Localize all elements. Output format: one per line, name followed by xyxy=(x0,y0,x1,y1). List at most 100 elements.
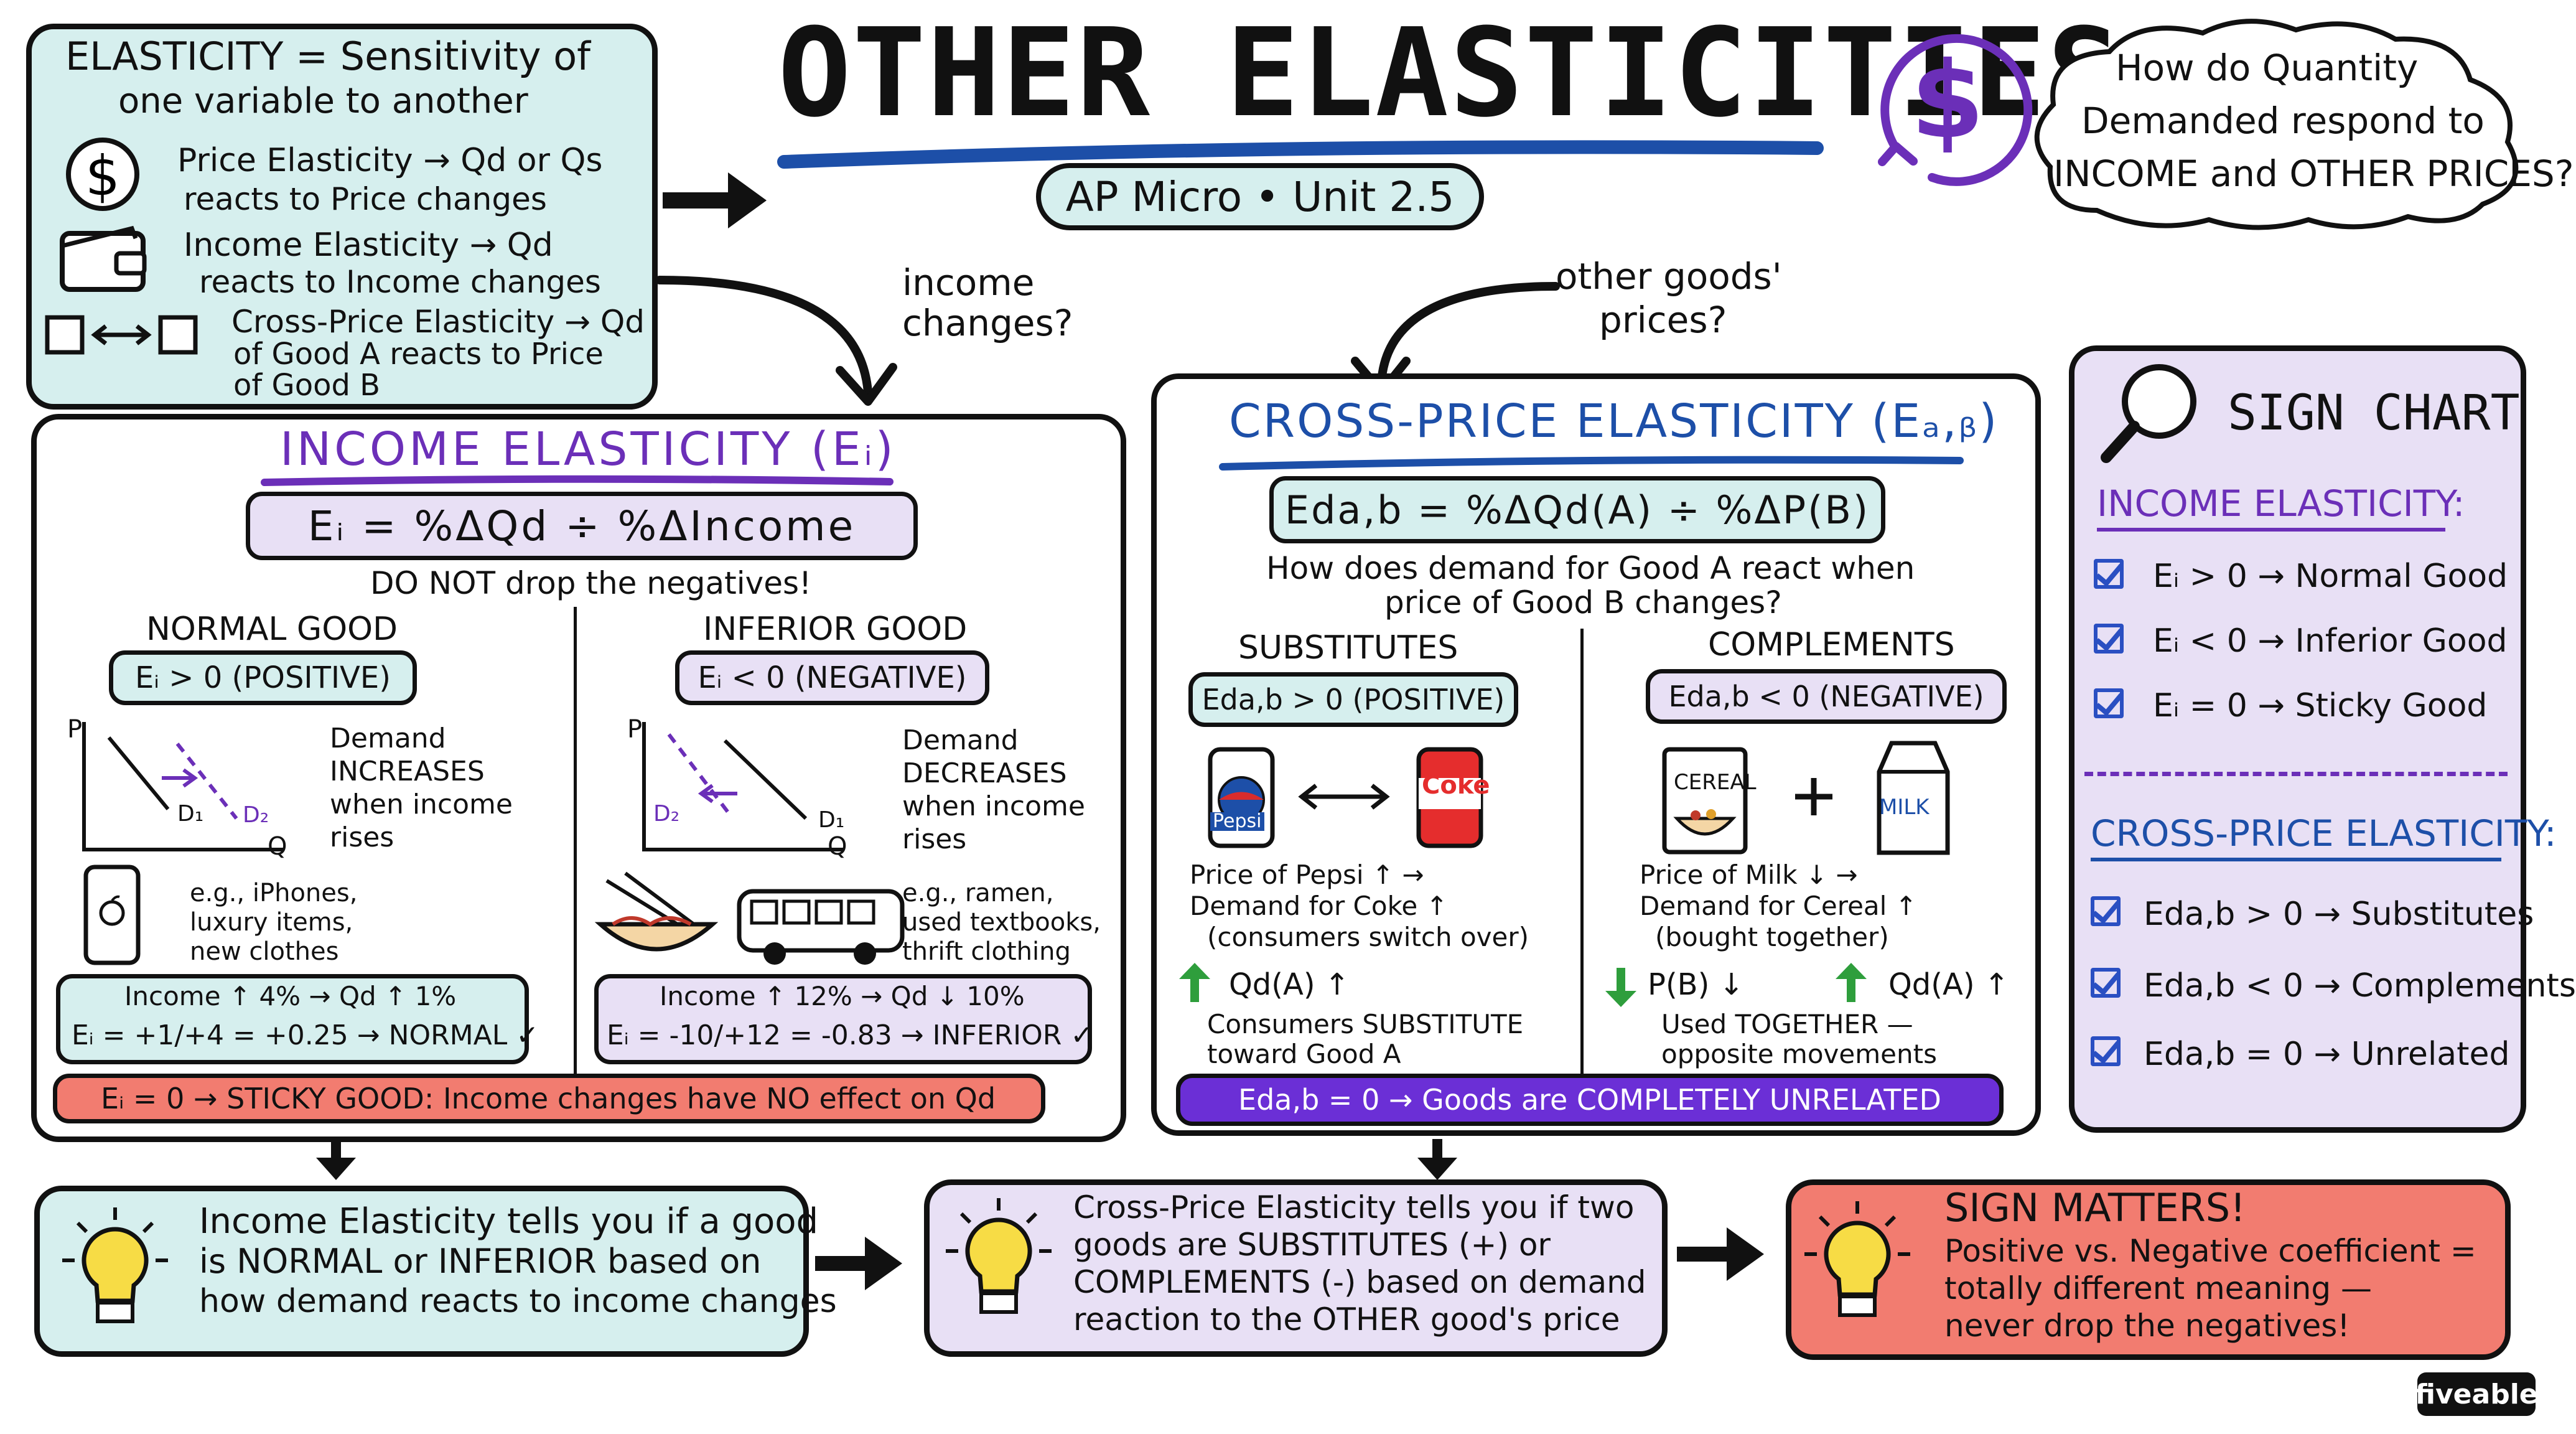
substitutes-line-2: Demand for Coke ↑ xyxy=(1190,891,1448,921)
definitions-box xyxy=(26,24,658,410)
question-line-2: Demanded respond to xyxy=(2081,100,2485,142)
green-down-arrow-icon xyxy=(1605,968,1636,1007)
brand-logo: fiveable xyxy=(2415,1372,2538,1416)
wallet-icon xyxy=(60,225,147,292)
smartphone-icon xyxy=(83,865,141,965)
takeaway-two-1: Cross-Price Elasticity tells you if two xyxy=(1073,1189,1635,1225)
other-question-2: prices? xyxy=(1599,299,1727,341)
check-icon xyxy=(2091,896,2121,926)
substitutes-line-1: Price of Pepsi ↑ → xyxy=(1190,860,1424,890)
down-arrow-icon xyxy=(1417,1139,1457,1180)
check-icon xyxy=(2091,968,2121,998)
complements-sign-text: Eda,b < 0 (NEGATIVE) xyxy=(1668,680,1984,713)
income-divider xyxy=(574,607,577,1074)
green-up-arrow-icon-2 xyxy=(1836,963,1867,1002)
normal-desc-1: Demand xyxy=(330,723,446,754)
normal-calc-1: Income ↑ 4% → Qd ↑ 1% xyxy=(124,981,457,1011)
sign-income-item-1: Eᵢ > 0 → Normal Good xyxy=(2153,558,2508,595)
magnifier-icon xyxy=(2101,364,2196,463)
normal-desc-4: rises xyxy=(330,822,394,853)
normal-desc-2: INCREASES xyxy=(330,756,485,787)
cross-formula-text: Eda,b = %ΔQd(A) ÷ %ΔP(B) xyxy=(1284,487,1870,533)
takeaway-two-2: goods are SUBSTITUTES (+) or xyxy=(1073,1227,1551,1263)
income-formula-text: Eᵢ = %ΔQd ÷ %ΔIncome xyxy=(307,502,856,550)
takeaway-three-1: Positive vs. Negative coefficient = xyxy=(1944,1233,2476,1269)
definition-title-1: ELASTICITY = Sensitivity of xyxy=(65,34,590,79)
cross-question-1: How does demand for Good A react when xyxy=(1266,550,1915,586)
substitutes-note-2: toward Good A xyxy=(1207,1039,1401,1069)
sign-chart-title: SIGN CHART xyxy=(2228,385,2520,441)
inferior-good-sign-text: Eᵢ < 0 (NEGATIVE) xyxy=(698,660,967,695)
normal-examples-3: new clothes xyxy=(190,937,339,966)
takeaway-one-2: is NORMAL or INFERIOR based on xyxy=(199,1242,762,1281)
inferior-demand-graph xyxy=(642,722,843,851)
inferior-examples-1: e.g., ramen, xyxy=(902,879,1054,907)
lightbulb-icon xyxy=(62,1207,168,1323)
sign-chart-panel xyxy=(2069,345,2526,1133)
inferior-d1-label: D₁ xyxy=(818,807,845,833)
inferior-desc-1: Demand xyxy=(902,724,1019,756)
takeaway-three-2: totally different meaning — xyxy=(1944,1270,2372,1306)
bus-icon xyxy=(737,889,905,965)
substitutes-qd: Qd(A) ↑ xyxy=(1229,967,1350,1002)
income-title-underline xyxy=(261,475,894,486)
milk-label: MILK xyxy=(1879,795,1930,820)
inferior-examples-3: thrift clothing xyxy=(902,937,1071,966)
substitutes-heading: SUBSTITUTES xyxy=(1238,629,1458,667)
income-panel-title: INCOME ELASTICITY (Eᵢ) xyxy=(280,423,897,476)
normal-good-heading: NORMAL GOOD xyxy=(146,611,398,648)
sticky-good-text: Eᵢ = 0 → STICKY GOOD: Income changes hav… xyxy=(101,1082,996,1115)
milk-carton-icon xyxy=(1877,741,1950,855)
unit-badge-label: AP Micro • Unit 2.5 xyxy=(1065,172,1455,221)
substitutes-sign-text: Eda,b > 0 (POSITIVE) xyxy=(1202,683,1505,716)
coke-can-icon xyxy=(1416,747,1483,848)
substitutes-sign: Eda,b > 0 (POSITIVE) xyxy=(1188,672,1518,727)
normal-good-sign-text: Eᵢ > 0 (POSITIVE) xyxy=(135,660,391,695)
cross-head-underline xyxy=(2091,858,2501,861)
normal-good-sign: Eᵢ > 0 (POSITIVE) xyxy=(109,650,417,705)
inferior-calc-box xyxy=(594,974,1092,1064)
income-note: DO NOT drop the negatives! xyxy=(370,565,812,601)
normal-examples-1: e.g., iPhones, xyxy=(190,879,358,907)
normal-d2-label: D₂ xyxy=(243,802,269,828)
income-question-1: income xyxy=(902,261,1035,304)
lightbulb-icon xyxy=(1804,1201,1910,1317)
green-up-arrow-icon xyxy=(1179,963,1210,1002)
complements-line-3: (bought together) xyxy=(1655,922,1889,952)
sign-income-item-2: Eᵢ < 0 → Inferior Good xyxy=(2153,622,2508,660)
unit-badge: AP Micro • Unit 2.5 xyxy=(1036,163,1484,230)
cross-def-1: Cross-Price Elasticity → Qd xyxy=(231,304,645,340)
svg-text:$: $ xyxy=(85,144,120,208)
right-arrow-icon xyxy=(663,172,767,228)
normal-axis-q: Q xyxy=(268,832,287,861)
lightbulb-icon xyxy=(946,1198,1052,1314)
pepsi-can-icon xyxy=(1208,747,1275,848)
takeaway-one-3: how demand reacts to income changes xyxy=(199,1283,837,1320)
title-underline xyxy=(777,140,1824,169)
double-arrow-icon xyxy=(1298,784,1390,810)
cross-def-2: of Good A reacts to Price xyxy=(233,337,604,372)
income-formula: Eᵢ = %ΔQd ÷ %ΔIncome xyxy=(246,492,918,560)
substitutes-note-1: Consumers SUBSTITUTE xyxy=(1207,1009,1524,1039)
takeaway-sign-box xyxy=(1786,1179,2511,1360)
normal-calc-box xyxy=(56,974,529,1064)
inferior-axis-p: P xyxy=(627,715,643,744)
cross-question-2: price of Good B changes? xyxy=(1384,584,1782,621)
takeaway-cross-box xyxy=(924,1179,1668,1357)
brand-logo-text: fiveable xyxy=(2415,1378,2538,1410)
cereal-box-icon xyxy=(1662,747,1748,855)
inferior-d2-label: D₂ xyxy=(653,801,680,827)
takeaway-income-box xyxy=(34,1186,809,1357)
inferior-desc-3: when income xyxy=(902,790,1085,822)
takeaway-two-4: reaction to the OTHER good's price xyxy=(1073,1301,1620,1338)
inferior-desc-4: rises xyxy=(902,823,967,855)
price-def-1: Price Elasticity → Qd or Qs xyxy=(177,142,603,179)
cross-panel-title: CROSS-PRICE ELASTICITY (Eₐ,ᵦ) xyxy=(1229,395,1999,448)
normal-examples-2: luxury items, xyxy=(190,908,353,937)
inferior-examples-2: used textbooks, xyxy=(902,908,1101,937)
inferior-calc-2: Eᵢ = -10/+12 = -0.83 → INFERIOR ✓ xyxy=(607,1019,1094,1051)
income-question-2: changes? xyxy=(902,302,1073,344)
check-icon xyxy=(2091,1036,2121,1066)
complements-sign: Eda,b < 0 (NEGATIVE) xyxy=(1646,669,2007,724)
sticky-good-banner: Eᵢ = 0 → STICKY GOOD: Income changes hav… xyxy=(53,1074,1045,1123)
